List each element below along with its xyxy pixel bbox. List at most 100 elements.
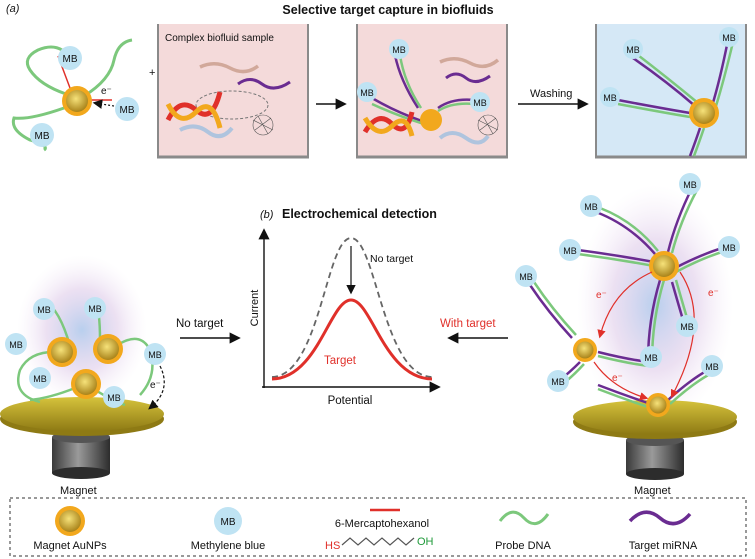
mb-label: MB (37, 305, 51, 315)
mb-label: MB (563, 246, 577, 256)
mb-circle (676, 315, 698, 337)
mb-label: MB (9, 340, 23, 350)
no-target-arrow-label: No target (176, 318, 224, 330)
panel-a-title: Selective target capture in biofluids (282, 3, 493, 17)
legend-target-label: Target miRNA (629, 540, 698, 552)
mb-circle (357, 82, 377, 102)
plus-sign: + (149, 67, 155, 79)
mb-circle (701, 355, 723, 377)
mb-label: MB (33, 374, 47, 384)
electron-label: e⁻ (612, 373, 623, 384)
panel-b-title: Electrochemical detection (282, 207, 437, 221)
mb-circle (547, 370, 569, 392)
washed-panel: MB MB MB (595, 24, 747, 159)
mb-circle (30, 123, 54, 147)
magnet-label-right: Magnet (634, 485, 671, 497)
legend-target-symbol (628, 510, 692, 526)
aunp (573, 338, 597, 362)
electron-label: e⁻ (708, 288, 719, 299)
mb-label: MB (584, 202, 598, 212)
mb-circle (103, 386, 125, 408)
biofluid-sample-label: Complex biofluid sample (165, 33, 274, 44)
free-aunp-probe-complex: MB MB MB e⁻ (11, 38, 139, 152)
washing-label: Washing (530, 88, 572, 100)
biofluid-sample-panel: Complex biofluid sample (157, 24, 309, 159)
mb-circle (679, 173, 701, 195)
legend-probe-symbol (498, 510, 550, 526)
mb-circle (515, 265, 537, 287)
aunp (71, 369, 101, 399)
legend-mch-chain (341, 537, 415, 546)
mb-circle (600, 87, 620, 107)
no-target-curve (271, 237, 433, 378)
mb-label: MB (603, 93, 617, 103)
mb-label: MB (626, 45, 640, 55)
mb-circle (559, 239, 581, 261)
legend: Magnet AuNPs MB Methylene blue 6-Mercapt… (9, 497, 747, 557)
aunp (93, 334, 123, 364)
legend-aunp-label: Magnet AuNPs (33, 540, 107, 552)
electrode-with-target: e⁻ e⁻ e⁻ MB MB MB MB MB MB MB MB MB (515, 173, 740, 480)
mb-label: MB (120, 105, 135, 116)
voltammogram: Current Potential No target Target (249, 228, 441, 407)
mb-label: MB (722, 33, 736, 43)
electron-label: e⁻ (101, 86, 112, 97)
mb-circle (5, 333, 27, 355)
mb-circle (115, 97, 139, 121)
mb-circle (623, 39, 643, 59)
aunp (62, 86, 92, 116)
target-capture-panel: MB MB MB (356, 24, 508, 159)
mb-label: MB (107, 393, 121, 403)
mb-circle (58, 46, 82, 70)
mb-label: MB (551, 377, 565, 387)
mb-label: MB (148, 350, 162, 360)
mb-label: MB (473, 98, 487, 108)
aunp (689, 98, 719, 128)
y-axis-label: Current (249, 290, 261, 327)
mb-label: MB (722, 243, 736, 253)
legend-mb-label: Methylene blue (191, 540, 266, 552)
electron-label: e⁻ (150, 380, 161, 391)
mb-circle (470, 92, 490, 112)
mb-label: MB (644, 353, 658, 363)
magnet-label-left: Magnet (60, 485, 97, 497)
x-axis-label: Potential (328, 395, 373, 407)
mb-label: MB (519, 272, 533, 282)
mb-label: MB (88, 304, 102, 314)
target-curve (271, 298, 433, 381)
mb-circle (718, 236, 740, 258)
mb-circle (29, 367, 51, 389)
electrode-no-target: MB MB MB MB MB MB e⁻ (0, 255, 166, 479)
legend-probe-label: Probe DNA (495, 540, 551, 552)
mb-circle (84, 297, 106, 319)
mb-label: MB (360, 88, 374, 98)
mb-circle (33, 298, 55, 320)
target-peak-label: Target (324, 355, 357, 367)
mb-label: MB (63, 54, 78, 65)
legend-mch-label: 6-Mercaptohexanol (335, 518, 429, 530)
aunp (649, 251, 679, 281)
mb-circle (719, 27, 739, 47)
legend-mch-oh: OH (417, 536, 434, 548)
mb-label: MB (683, 180, 697, 190)
panel-a-letter: (a) (6, 3, 20, 15)
aunp (47, 337, 77, 367)
electron-label: e⁻ (596, 290, 607, 301)
legend-mch-hs: HS (325, 540, 340, 552)
with-target-arrow-label: With target (440, 318, 496, 330)
mb-label: MB (35, 131, 50, 142)
mb-label: MB (705, 362, 719, 372)
legend-mb-symbol (214, 507, 242, 535)
mb-circle (389, 39, 409, 59)
no-target-peak-label: No target (370, 253, 413, 265)
mb-circle (640, 346, 662, 368)
mb-circle (144, 343, 166, 365)
panel-b-letter: (b) (260, 209, 274, 221)
legend-aunp-symbol (55, 506, 85, 536)
mb-label: MB (221, 517, 236, 528)
mb-label: MB (680, 322, 694, 332)
mb-circle (580, 195, 602, 217)
mb-label: MB (392, 45, 406, 55)
aunp (646, 393, 670, 417)
